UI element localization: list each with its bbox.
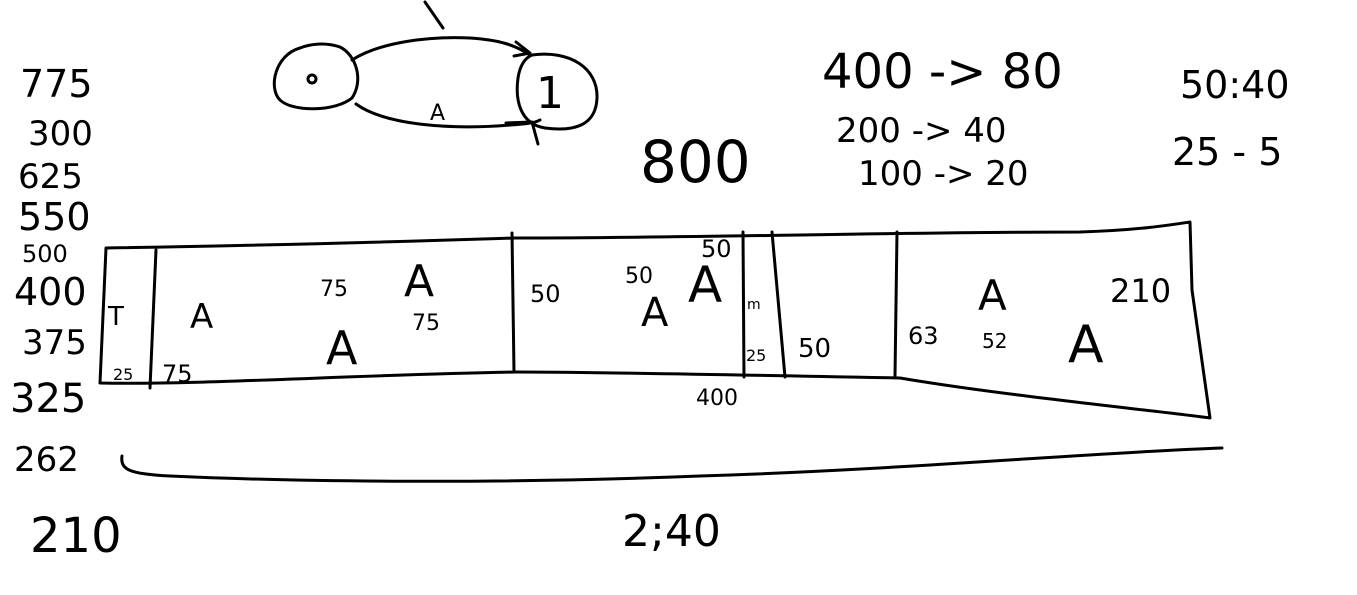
cell-number: 50 xyxy=(701,235,732,263)
board-bottom-number: 400 xyxy=(696,386,738,411)
conversion-block: 400 -> 80 200 -> 40 100 -> 20 xyxy=(822,44,1063,194)
board-divider xyxy=(770,230,787,379)
big-center-number: 800 xyxy=(640,128,751,196)
loop-arc-label: A xyxy=(430,101,445,126)
conversion-line: 200 -> 40 xyxy=(836,111,1007,151)
cell-number: 75 xyxy=(412,311,440,336)
bottom-brace xyxy=(120,446,1224,483)
arrow-head-top xyxy=(512,40,532,58)
cell-number: 75 xyxy=(320,277,348,302)
cell-label: T xyxy=(107,302,124,332)
loop-arrow-stroke xyxy=(423,0,445,30)
cell-number: m xyxy=(747,297,761,313)
cell-label: A xyxy=(326,321,358,375)
cell-label: A xyxy=(978,271,1007,320)
board-divider xyxy=(148,248,158,390)
left-number: 775 xyxy=(20,62,93,106)
loop-diagram: 1 A xyxy=(272,0,599,146)
left-blob xyxy=(272,42,360,111)
bottom-label: 2;40 xyxy=(622,506,721,557)
board-divider xyxy=(510,231,516,374)
cell-label: A xyxy=(190,297,213,337)
board-divider xyxy=(741,230,746,379)
left-number: 375 xyxy=(22,323,87,363)
loop-node-label: 1 xyxy=(536,68,564,119)
cell-number: 52 xyxy=(982,329,1007,353)
ratio-line: 50:40 xyxy=(1180,63,1290,107)
board-divider xyxy=(893,230,899,378)
left-number: 210 xyxy=(30,508,122,564)
left-number: 625 xyxy=(18,157,83,197)
ratio-block: 50:40 25 - 5 xyxy=(1172,63,1290,174)
left-number: 325 xyxy=(10,376,86,422)
left-number: 300 xyxy=(28,114,93,154)
cell-number: 50 xyxy=(625,264,653,289)
cell-label: A xyxy=(404,256,434,307)
conversion-line: 400 -> 80 xyxy=(822,44,1063,100)
cell-label: A xyxy=(641,290,669,336)
cell-number: 210 xyxy=(1110,272,1171,310)
left-number: 550 xyxy=(18,195,91,239)
cell-number: 50 xyxy=(530,280,561,308)
left-number: 400 xyxy=(14,270,87,314)
ratio-line: 25 - 5 xyxy=(1172,130,1282,174)
left-number: 500 xyxy=(22,240,68,268)
left-number: 262 xyxy=(14,440,79,480)
cell-number: 25 xyxy=(746,346,766,365)
cell-number: 25 xyxy=(113,365,133,384)
loop-top-arc xyxy=(350,36,532,62)
cell-number: 50 xyxy=(798,334,831,364)
cell-number: 63 xyxy=(908,322,939,350)
left-number-column: 775 300 625 550 500 400 375 325 262 210 xyxy=(10,62,122,564)
cell-number: 75 xyxy=(162,360,193,388)
conversion-line: 100 -> 20 xyxy=(858,154,1029,194)
cell-label: A xyxy=(1068,315,1104,375)
cell-label: A xyxy=(688,256,722,314)
right-blob xyxy=(515,52,599,131)
small-circle-mark xyxy=(306,73,318,85)
board: T 25 A A A 75 75 75 A A 50 50 50 m 25 50… xyxy=(98,220,1212,420)
